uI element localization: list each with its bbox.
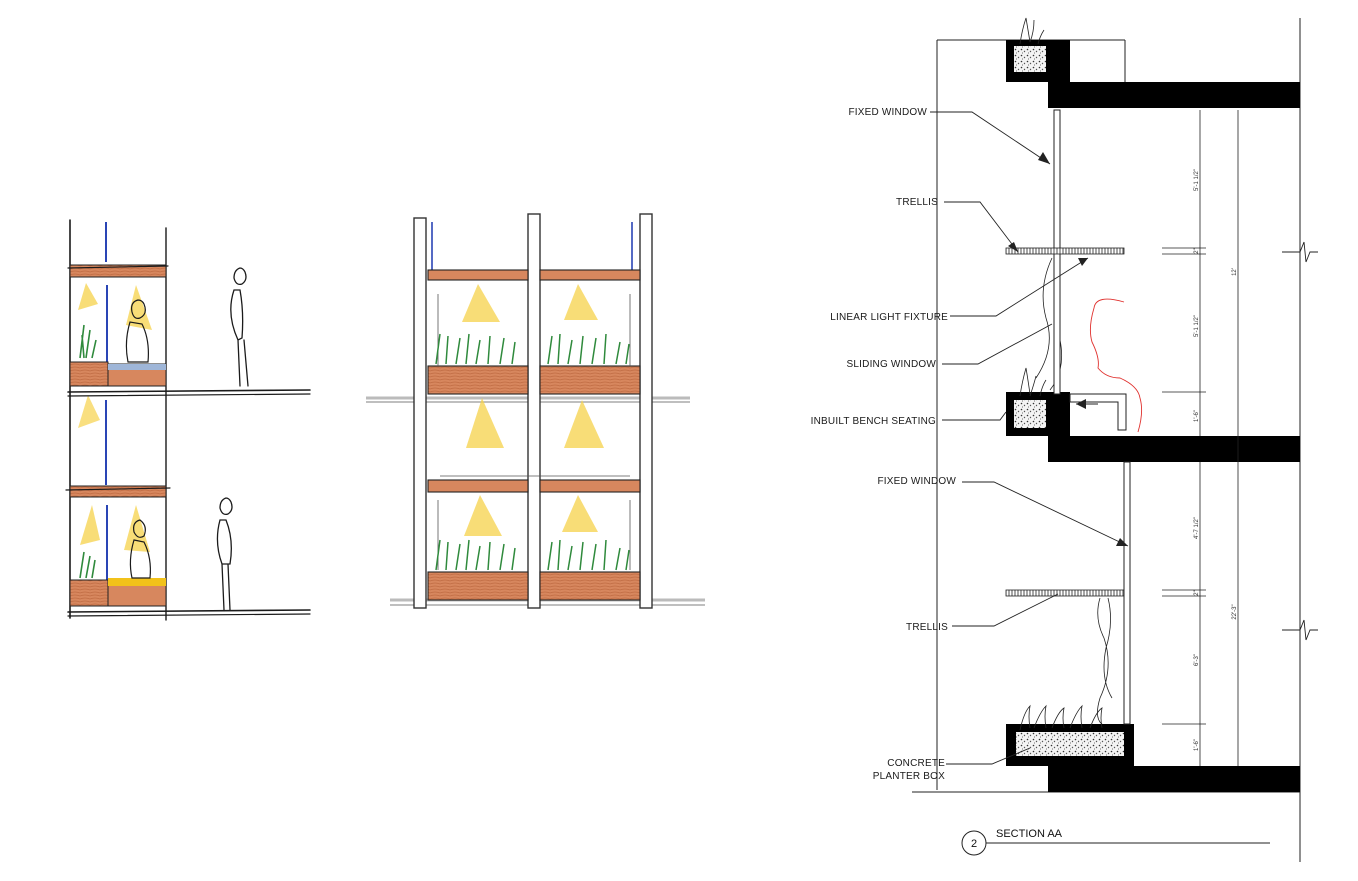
technical-section-aa	[912, 17, 1318, 862]
dim-upper-bench: 1'-6"	[1194, 410, 1200, 422]
label-fixed-window-upper: FIXED WINDOW	[848, 107, 927, 118]
dim-lower-mid: 6'-3"	[1194, 654, 1200, 666]
label-concrete-planter-line2: PLANTER BOX	[873, 771, 945, 782]
section-number: 2	[971, 838, 977, 850]
dim-lower-bench: 1'-6"	[1194, 739, 1200, 751]
dim-lower-total: 22'-3"	[1232, 604, 1238, 619]
label-inbuilt-bench-seating: INBUILT BENCH SEATING	[811, 416, 936, 427]
dim-upper-trellis: 2"	[1194, 248, 1200, 253]
label-trellis-upper: TRELLIS	[896, 197, 938, 208]
red-sketch-line	[1089, 298, 1143, 433]
section-title: SECTION AA	[996, 828, 1063, 840]
dim-upper-mid: 5'-1 1/2"	[1194, 315, 1200, 337]
sketch-section-with-figures	[65, 219, 311, 621]
dim-upper-total: 12'	[1232, 268, 1238, 276]
dim-lower-top: 4'-7 1/2"	[1194, 517, 1200, 539]
dim-lower-trellis: 2"	[1194, 590, 1200, 595]
label-linear-light-fixture: LINEAR LIGHT FIXTURE	[830, 312, 948, 323]
section-title-block: 2 SECTION AA	[961, 828, 1270, 856]
floor-slabs	[1006, 40, 1300, 792]
label-trellis-lower: TRELLIS	[906, 622, 948, 633]
label-sliding-window: SLIDING WINDOW	[847, 359, 937, 370]
sketch-elevation-front	[366, 213, 705, 609]
dim-upper-top: 5'-1 1/2"	[1194, 169, 1200, 191]
label-fixed-window-lower: FIXED WINDOW	[877, 476, 956, 487]
label-concrete-planter-line1: CONCRETE	[887, 758, 945, 769]
